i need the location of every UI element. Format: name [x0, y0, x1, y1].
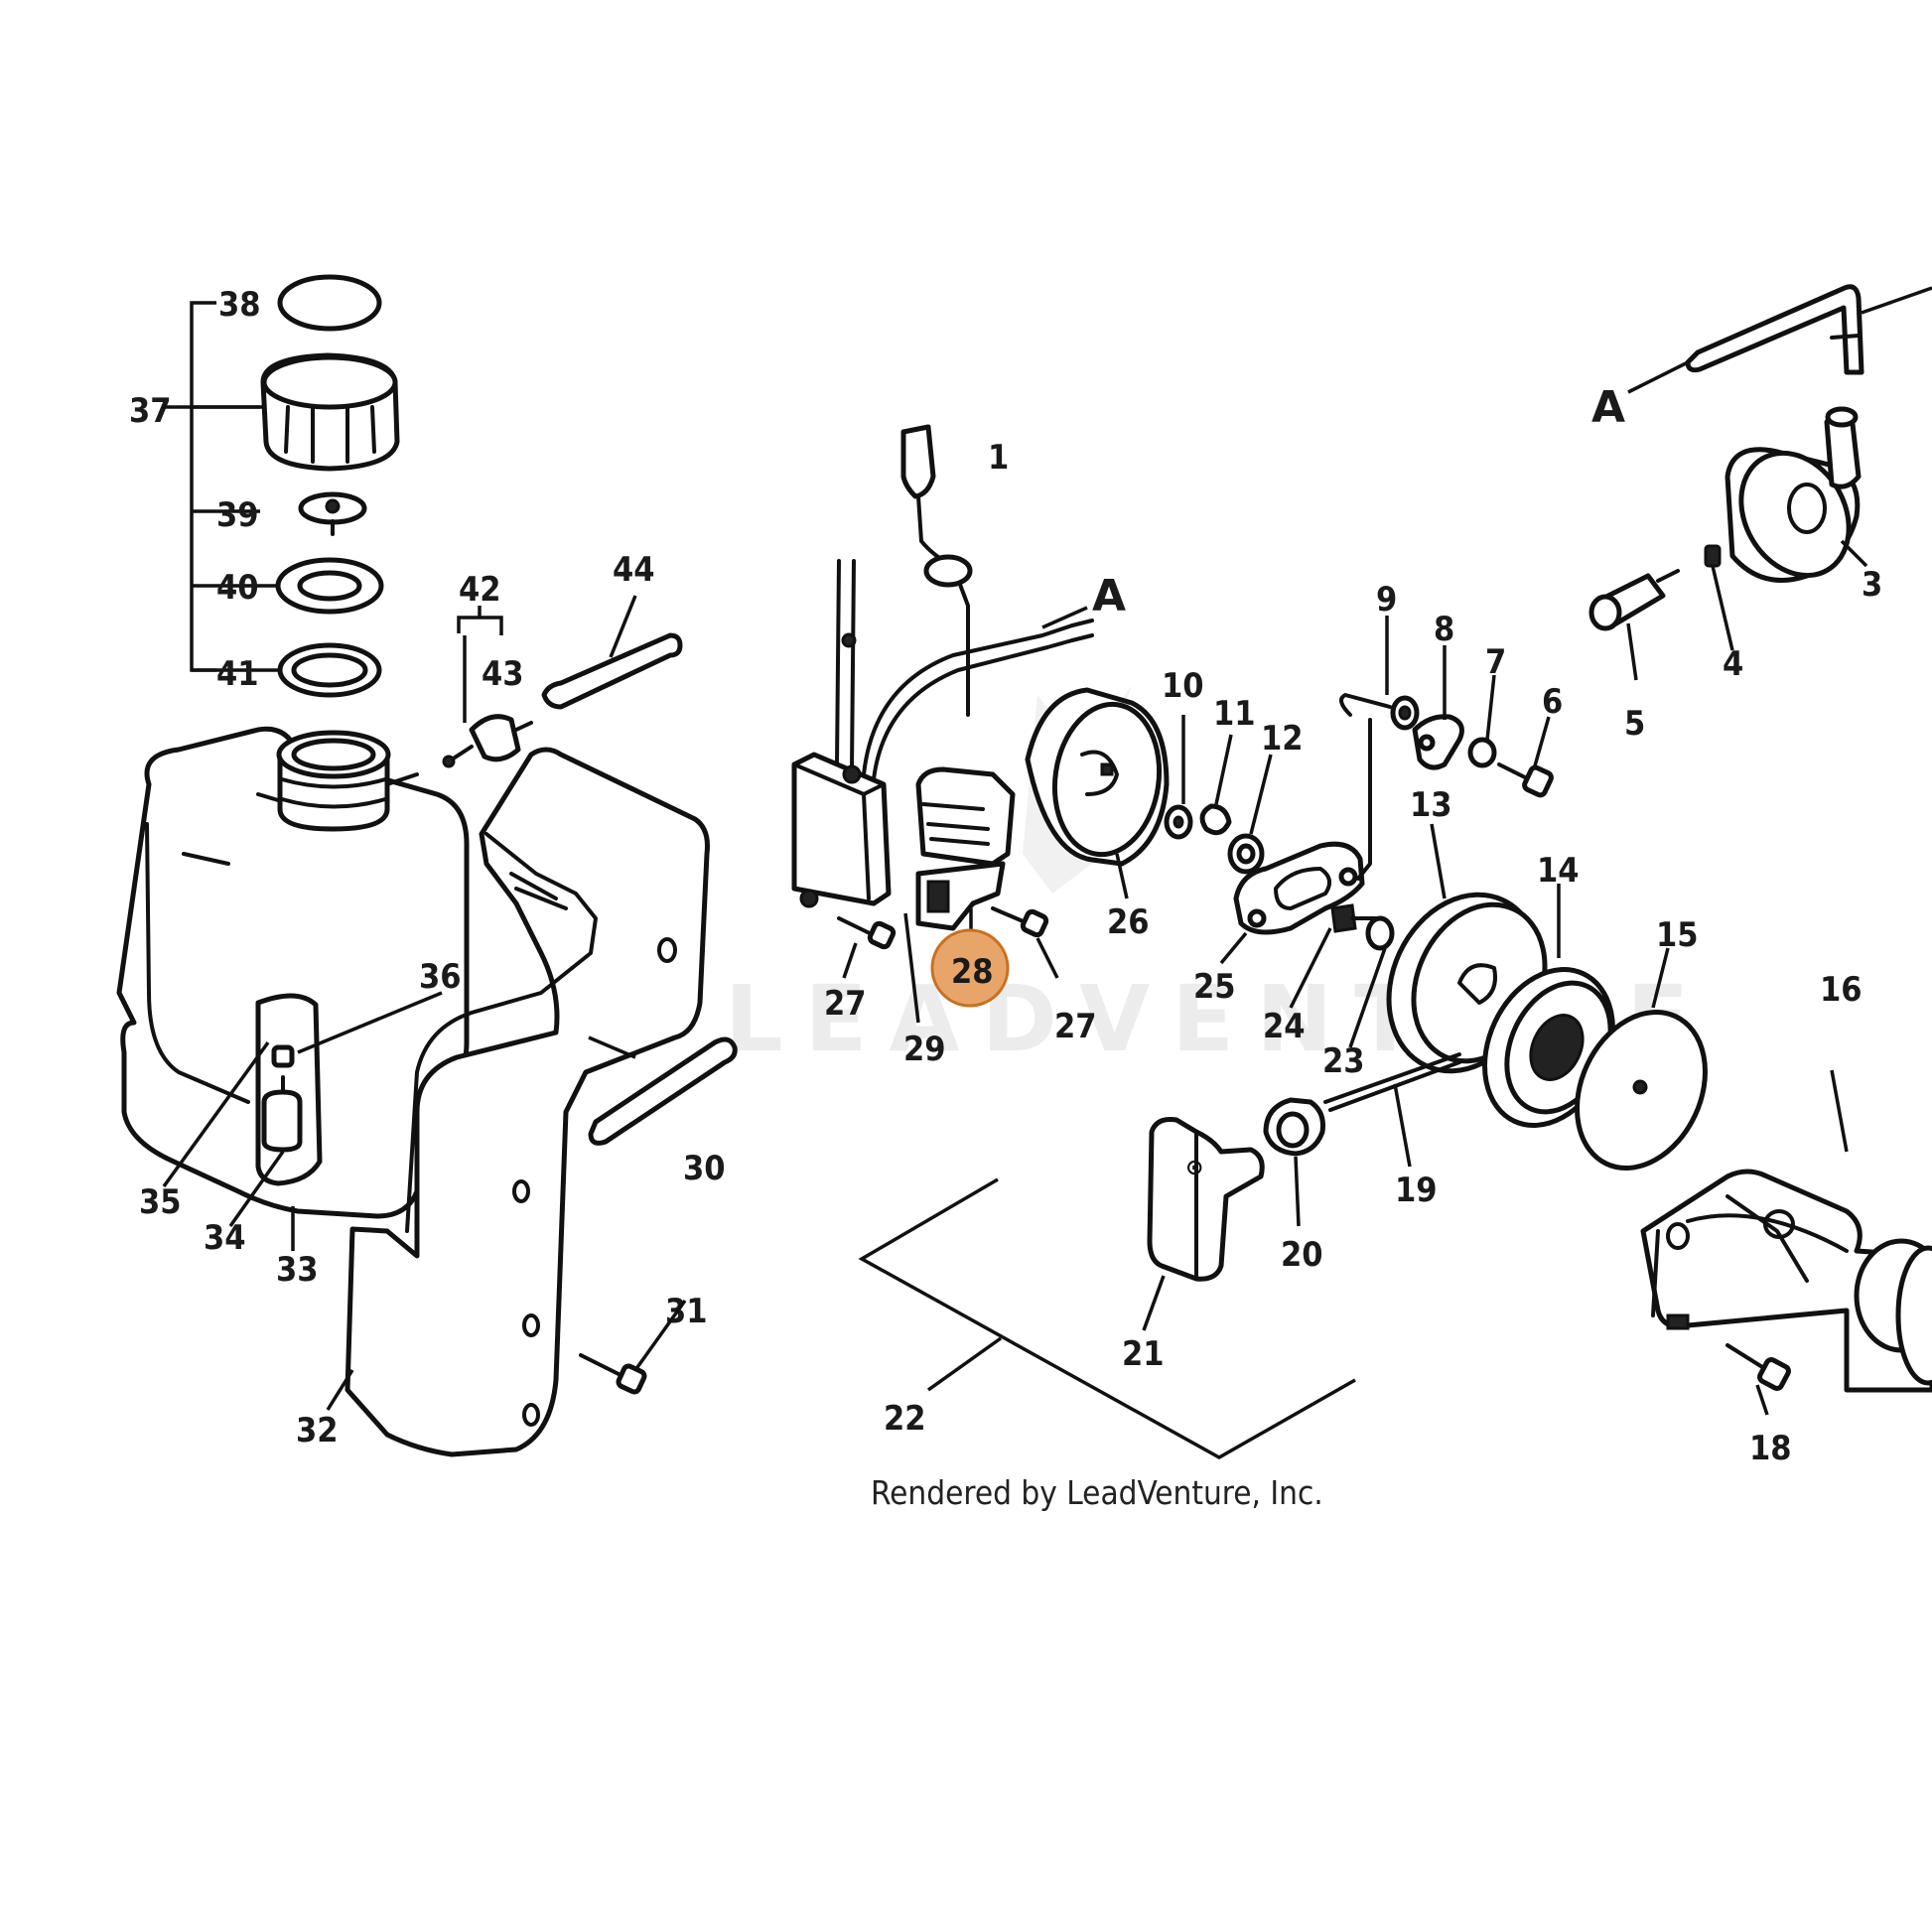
fuel-tank-33	[116, 726, 470, 1219]
callout-5[interactable]: 5	[1624, 704, 1645, 744]
callout-26[interactable]: 26	[1107, 902, 1150, 942]
callout-29[interactable]: 29	[903, 1030, 946, 1069]
rope-19	[1323, 1052, 1461, 1168]
callout-42[interactable]: 42	[459, 570, 501, 610]
callout-38[interactable]: 38	[218, 285, 261, 325]
screw-27-right	[991, 906, 1059, 979]
callout-8[interactable]: 8	[1434, 610, 1454, 649]
starter-handle-21: ⊙	[1142, 1117, 1265, 1331]
callout-21[interactable]: 21	[1122, 1334, 1165, 1374]
callout-25[interactable]: 25	[1193, 967, 1236, 1007]
callout-1[interactable]: 1	[988, 438, 1009, 478]
screw-24	[1289, 903, 1377, 1009]
vent-valve-39	[298, 491, 367, 536]
callout-28-highlighted[interactable]: 28	[951, 952, 994, 992]
callout-15[interactable]: 15	[1656, 915, 1699, 955]
callout-35[interactable]: 35	[139, 1182, 182, 1222]
callout-22[interactable]: 22	[884, 1399, 926, 1439]
washer-10	[1164, 715, 1193, 840]
callout-33[interactable]: 33	[276, 1250, 319, 1290]
callout-30[interactable]: 30	[683, 1149, 726, 1188]
callout-43[interactable]: 43	[482, 654, 524, 694]
callout-labels: 1 3 4 5 6 7 8 9 10 11 12 13 14 15 16 18 …	[129, 285, 1882, 1468]
callout-44[interactable]: 44	[613, 550, 655, 590]
screw-27-left	[837, 916, 897, 979]
fuel-line-A-right	[1627, 284, 1932, 394]
cover-3	[1725, 406, 1868, 583]
svg-text:⊙: ⊙	[1185, 1156, 1203, 1180]
fitting-5	[1588, 569, 1680, 681]
highlight-marker-28[interactable]	[930, 928, 1010, 1008]
callout-37[interactable]: 37	[129, 391, 172, 431]
callout-34[interactable]: 34	[204, 1218, 246, 1258]
fuel-hose-44	[541, 595, 683, 710]
fuel-cap-37	[260, 352, 400, 472]
render-credit: Rendered by LeadVenture, Inc.	[871, 1473, 1323, 1512]
callout-10[interactable]: 10	[1162, 666, 1204, 706]
screw-18	[1725, 1343, 1791, 1416]
nut-12	[1227, 754, 1273, 875]
callout-20[interactable]: 20	[1281, 1235, 1323, 1275]
callout-23[interactable]: 23	[1322, 1041, 1365, 1081]
insert-20	[1263, 1097, 1325, 1227]
callout-3[interactable]: 3	[1862, 565, 1882, 605]
callout-39[interactable]: 39	[216, 495, 259, 535]
screw-31	[579, 1353, 647, 1395]
callout-19[interactable]: 19	[1395, 1171, 1438, 1210]
grip-30	[588, 1036, 738, 1146]
callout-12[interactable]: 12	[1261, 719, 1304, 759]
ignition-coil-28	[915, 766, 1016, 953]
callout-13[interactable]: 13	[1410, 785, 1452, 825]
reference-letters: A A	[1092, 382, 1625, 621]
callout-41[interactable]: 41	[216, 654, 259, 694]
callout-11[interactable]: 11	[1213, 694, 1256, 734]
washer-7	[1467, 674, 1497, 768]
ref-letter-A-center: A	[1092, 571, 1126, 621]
callout-27-left[interactable]: 27	[824, 984, 867, 1024]
callout-24[interactable]: 24	[1263, 1007, 1306, 1046]
callout-16[interactable]: 16	[1820, 970, 1863, 1010]
callout-4[interactable]: 4	[1723, 644, 1743, 684]
pawl-8	[1412, 645, 1464, 770]
callout-36[interactable]: 36	[419, 957, 462, 997]
primer-group	[442, 595, 683, 768]
washer-23	[1348, 915, 1395, 1048]
leader-lines-left	[162, 405, 687, 1411]
gasket-25	[1219, 841, 1365, 965]
group-line-22	[858, 1177, 1356, 1460]
callout-31[interactable]: 31	[665, 1292, 708, 1331]
callout-9[interactable]: 9	[1376, 580, 1397, 620]
fuel-cap-group	[190, 274, 400, 698]
callout-27-right[interactable]: 27	[1054, 1007, 1097, 1046]
gasket-41	[277, 642, 382, 698]
retainer-40	[275, 557, 384, 615]
screw-6	[1497, 716, 1554, 798]
callout-6[interactable]: 6	[1542, 682, 1563, 722]
starter-housing-16	[1640, 1069, 1932, 1393]
lock-washer-11	[1199, 734, 1233, 836]
callout-32[interactable]: 32	[296, 1411, 339, 1450]
callout-40[interactable]: 40	[216, 568, 259, 608]
callout-7[interactable]: 7	[1485, 642, 1506, 682]
spring-9	[1339, 616, 1420, 881]
engine-housing-32	[345, 747, 710, 1457]
ignition-group	[791, 424, 1094, 1024]
callout-14[interactable]: 14	[1537, 851, 1580, 891]
coil-bracket-29	[791, 559, 892, 908]
o-ring-38	[277, 274, 382, 332]
callout-18[interactable]: 18	[1749, 1429, 1792, 1468]
flywheel-26	[1025, 687, 1170, 899]
disc-15	[1575, 947, 1708, 1172]
ref-letter-A-right: A	[1591, 382, 1625, 433]
check-valve-43	[442, 714, 533, 768]
pin-4	[1704, 544, 1734, 651]
